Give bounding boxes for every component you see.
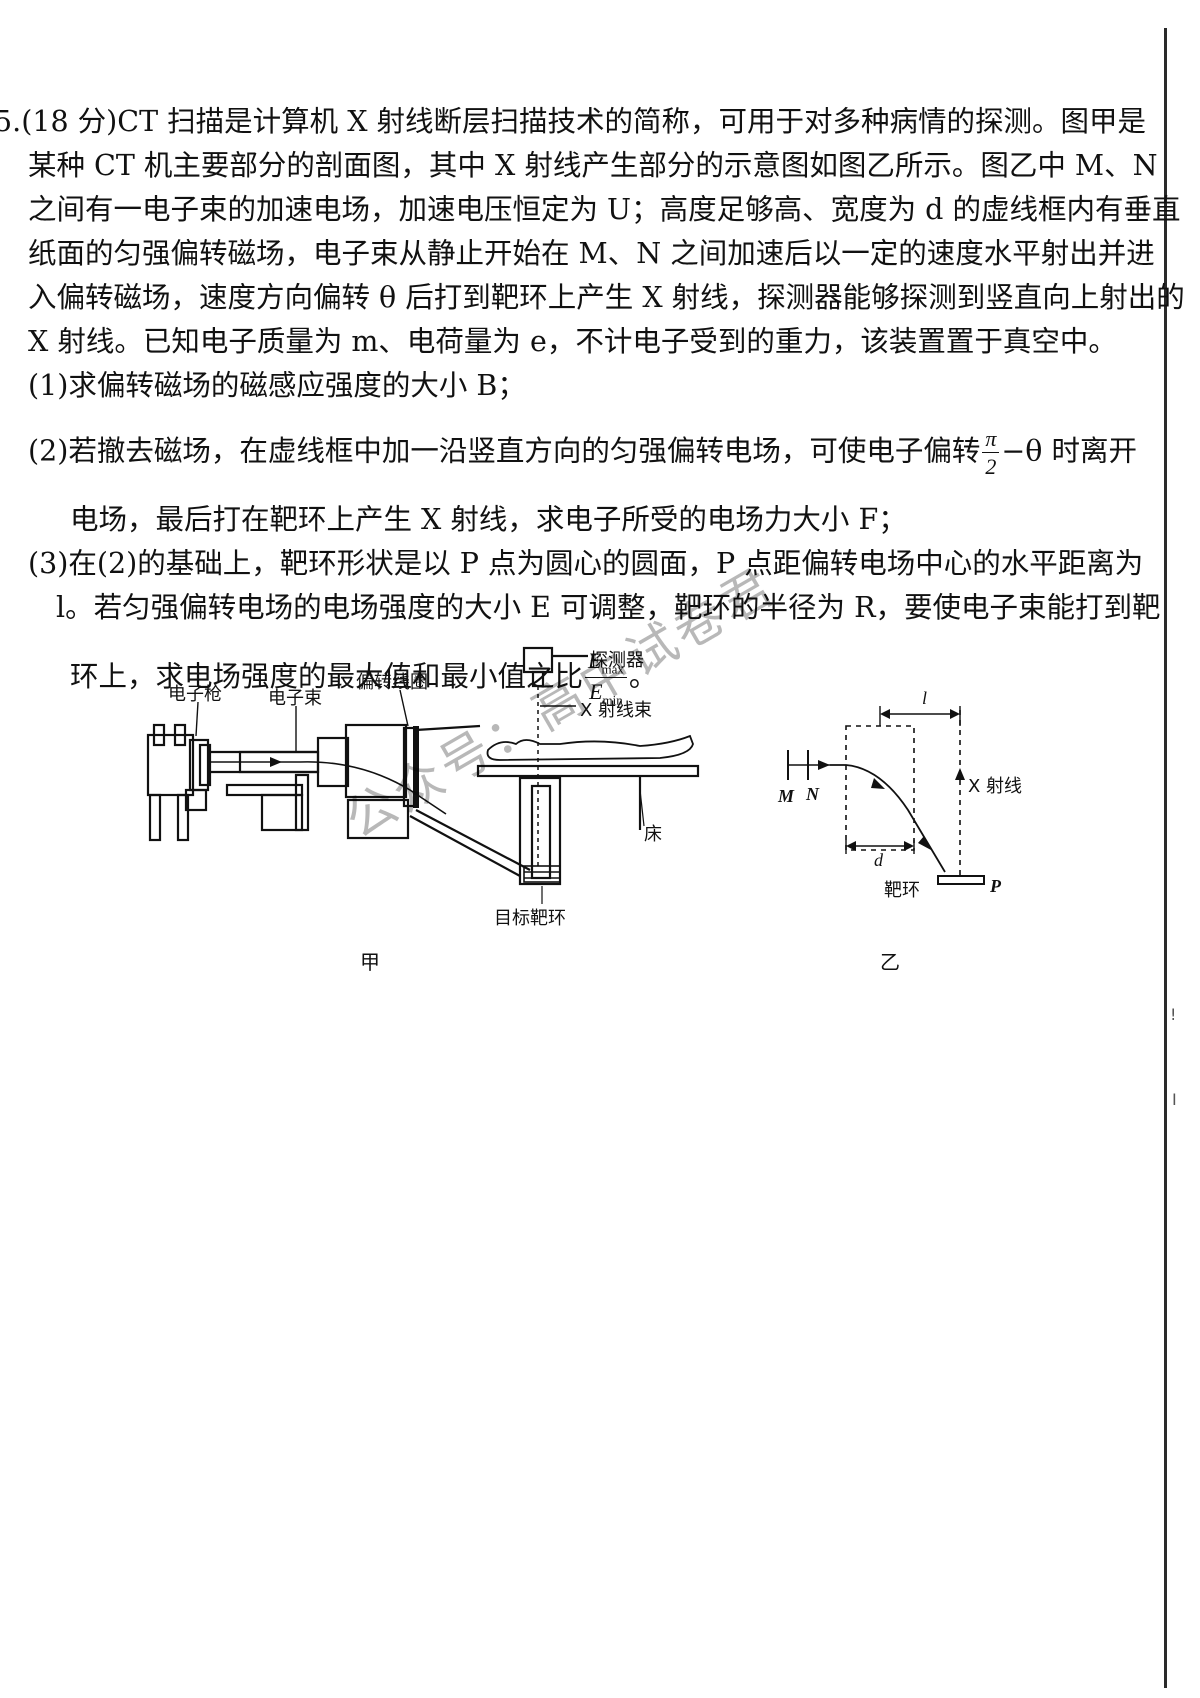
edge-mark: I bbox=[1172, 1090, 1177, 1109]
question-stem-line: 入偏转磁场，速度方向偏转 θ 后打到靶环上产生 X 射线，探测器能够探测到竖直向… bbox=[28, 281, 1185, 314]
fraction-denominator-subscript: min bbox=[602, 692, 623, 708]
fraction-numerator: E bbox=[588, 648, 602, 673]
question-stem-line: X 射线。已知电子质量为 m、电荷量为 e，不计电子受到的重力，该装置置于真空中… bbox=[28, 325, 1117, 358]
sub-question-3-end: 。 bbox=[628, 659, 658, 693]
label-xray: X 射线 bbox=[968, 776, 1023, 797]
sub-question-1: (1)求偏转磁场的磁感应强度的大小 B； bbox=[28, 369, 526, 402]
label-xray-beam: X 射线束 bbox=[580, 700, 653, 721]
sub-question-3-continued: l。若匀强偏转电场的电场强度的大小 E 可调整，靶环的半径为 R，要使电子束能打… bbox=[56, 591, 1161, 624]
label-bed: 床 bbox=[644, 824, 662, 845]
figures-area: 电子枪 电子束 偏转线圈 探测器 X 射线束 床 目标靶环 甲 M N l d … bbox=[0, 640, 1200, 1060]
sub-question-2-text: −θ 时离开 bbox=[1001, 434, 1138, 468]
fraction-denominator: E bbox=[589, 679, 603, 705]
label-l: l bbox=[922, 688, 928, 708]
gun-body bbox=[146, 733, 195, 797]
ct-machine-diagram bbox=[146, 646, 985, 904]
sub-question-2-continued: 电场，最后打在靶环上产生 X 射线，求电子所受的电场力大小 F； bbox=[70, 503, 907, 536]
label-electron-gun: 电子枪 bbox=[168, 684, 222, 705]
page-border-line bbox=[1164, 28, 1167, 1688]
sub-question-3: (3)在(2)的基础上，靶环形状是以 P 点为圆心的圆面，P 点距偏转电场中心的… bbox=[28, 547, 1144, 580]
fraction-numerator: π bbox=[982, 428, 1000, 453]
label-d: d bbox=[874, 850, 883, 870]
question-stem-text: CT 扫描是计算机 X 射线断层扫描技术的简称，可用于对多种病情的探测。图甲是 bbox=[117, 105, 1147, 138]
fraction-numerator-subscript: max bbox=[601, 661, 624, 677]
question-stem-line: 之间有一电子束的加速电场，加速电压恒定为 U；高度足够高、宽度为 d 的虚线框内… bbox=[28, 193, 1181, 226]
label-N: N bbox=[806, 784, 819, 804]
question-score: (18 分) bbox=[21, 105, 118, 138]
edge-mark: ! bbox=[1170, 1005, 1177, 1024]
label-electron-beam: 电子束 bbox=[268, 688, 322, 709]
figure-caption-yi: 乙 bbox=[880, 950, 900, 974]
label-deflection-coil: 偏转线圈 bbox=[356, 672, 428, 693]
question-block: 5.(18 分)CT 扫描是计算机 X 射线断层扫描技术的简称，可用于对多种病情… bbox=[0, 100, 1185, 707]
label-M: M bbox=[778, 786, 795, 806]
sub-question-2-text: (2)若撤去磁场，在虚线框中加一沿竖直方向的匀强偏转电场，可使电子偏转 bbox=[28, 434, 981, 468]
question-stem-line: 某种 CT 机主要部分的剖面图，其中 X 射线产生部分的示意图如图乙所示。图乙中… bbox=[28, 149, 1158, 182]
label-target: 靶环 bbox=[884, 880, 920, 901]
sub-question-3-text: 环上，求电场强度的最大值和最小值之比 bbox=[70, 659, 584, 693]
question-stem-line: 纸面的匀强偏转磁场，电子束从静止开始在 M、N 之间加速后以一定的速度水平射出并… bbox=[28, 237, 1155, 270]
label-target-ring: 目标靶环 bbox=[494, 908, 566, 929]
label-P: P bbox=[990, 876, 1001, 896]
figure-caption-jia: 甲 bbox=[360, 950, 380, 974]
fraction-denominator: 2 bbox=[985, 454, 997, 479]
question-number: 5. bbox=[0, 105, 22, 138]
question-stem-line: 5.(18 分)CT 扫描是计算机 X 射线断层扫描技术的简称，可用于对多种病情… bbox=[0, 100, 1146, 144]
label-detector: 探测器 bbox=[590, 650, 644, 671]
